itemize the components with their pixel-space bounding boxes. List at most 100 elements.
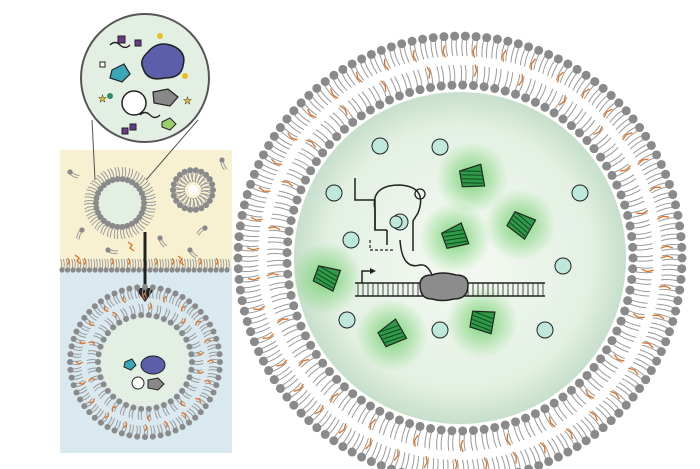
cholesterol	[194, 320, 201, 326]
lipid-head	[188, 351, 195, 358]
lipid-head	[675, 221, 685, 231]
cholesterol	[365, 438, 372, 450]
lipid-head	[490, 422, 500, 432]
lipid-head	[348, 389, 358, 399]
cholesterol	[380, 80, 387, 92]
cholesterol	[281, 181, 294, 187]
cholesterol	[127, 257, 131, 266]
cholesterol	[111, 405, 117, 412]
lipid-head	[68, 374, 75, 381]
lipid-head	[563, 447, 573, 457]
lipid-head	[206, 321, 213, 328]
cholesterol	[512, 451, 517, 464]
cholesterol	[195, 398, 202, 403]
lipid-head	[282, 392, 292, 402]
lipid-head	[628, 242, 638, 252]
lipid-head	[141, 200, 147, 206]
lipid-head	[126, 285, 133, 292]
lipid-head	[284, 226, 294, 236]
lipid-head	[329, 436, 339, 446]
gfp-strand	[442, 229, 463, 234]
gfp-barrel	[312, 265, 342, 293]
lipid-head	[95, 190, 102, 197]
cholesterol	[103, 306, 109, 313]
cholesterol	[253, 305, 266, 311]
lipid-head	[628, 392, 638, 402]
lipid-head	[677, 242, 687, 252]
cholesterol	[483, 457, 488, 469]
small-molecule	[554, 257, 572, 275]
lipid-head	[338, 64, 348, 74]
lipid-head	[93, 200, 99, 206]
lipid-head	[623, 210, 633, 220]
cholesterol	[660, 245, 673, 249]
lipid-tail	[486, 458, 490, 469]
cholesterol	[589, 411, 598, 422]
star-molecule: ★	[98, 94, 107, 105]
lipid-head	[621, 400, 631, 410]
lipid-head	[93, 204, 100, 211]
gfp-strand	[461, 178, 483, 180]
lipid-head	[612, 180, 622, 190]
gfp-strand	[315, 276, 334, 289]
lipid-head	[160, 315, 167, 322]
cholesterol	[104, 412, 109, 419]
lipid-head	[300, 331, 310, 341]
lipid-head	[394, 415, 404, 425]
lipid-head	[365, 401, 375, 411]
lipid-head	[549, 108, 559, 118]
cholesterol	[369, 418, 377, 430]
lipid-head	[407, 36, 417, 46]
lipid-head	[192, 303, 199, 310]
lipid-head	[511, 417, 521, 427]
lipid-head	[589, 144, 599, 154]
lipid-head	[239, 306, 249, 316]
cholesterol	[196, 370, 205, 374]
gfp-protein	[312, 265, 342, 293]
lipid-head	[282, 258, 292, 268]
lipid-head	[216, 366, 223, 373]
lipid-head	[242, 316, 252, 326]
cholesterol	[565, 428, 574, 440]
lipid-head	[185, 267, 192, 273]
lipid-head	[332, 132, 342, 142]
lipid-tail	[452, 459, 455, 469]
lipid-head	[81, 314, 88, 321]
gfp-proteins	[312, 163, 537, 348]
lipid-head	[614, 408, 624, 418]
cholesterol	[314, 404, 324, 415]
lipid-head	[511, 89, 521, 99]
lipid-head	[664, 179, 674, 189]
lipid-head	[210, 187, 216, 193]
micelle-core	[188, 185, 198, 195]
lipid-head	[320, 429, 330, 439]
lipid-head	[602, 161, 612, 171]
lipid-head	[179, 387, 186, 394]
lipid-head	[218, 267, 225, 273]
small-molecule	[371, 137, 389, 155]
cholesterol	[306, 108, 317, 119]
lipid-head	[75, 267, 82, 273]
lipid-head	[242, 190, 252, 200]
lipid-head	[118, 287, 125, 294]
lipid-head	[111, 290, 118, 297]
lipid-head	[620, 306, 630, 316]
lipid-tail	[437, 458, 439, 469]
lipid-tail	[510, 453, 517, 469]
cholesterol	[413, 434, 419, 447]
cholesterol	[127, 241, 135, 252]
lipid-head	[181, 205, 188, 212]
lipid-head	[170, 181, 177, 188]
lipid-head	[180, 267, 186, 273]
lipid-head	[95, 366, 102, 373]
callout-line-right	[145, 119, 199, 181]
lipid-head	[202, 267, 208, 273]
lipid-head	[447, 426, 457, 436]
lipid-head	[110, 324, 117, 331]
lipid-head	[524, 464, 534, 469]
lipid-head	[110, 393, 117, 400]
lipid-head	[581, 436, 591, 446]
lipid-head	[664, 327, 674, 337]
lipid-tail	[500, 455, 506, 469]
lipid-head	[188, 366, 195, 373]
